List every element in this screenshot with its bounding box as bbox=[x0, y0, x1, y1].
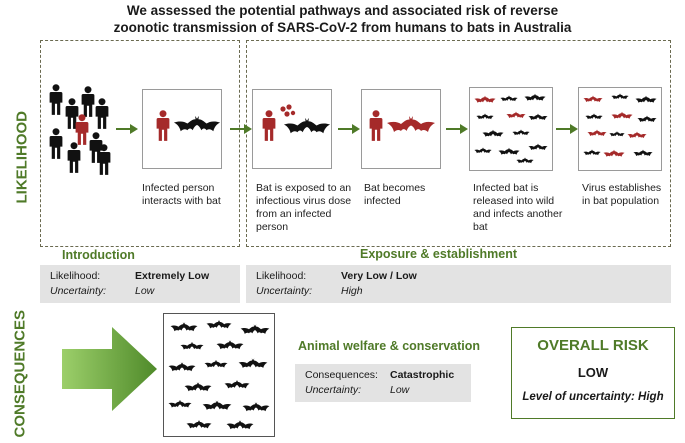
arrow-icon bbox=[556, 124, 578, 134]
page-title: We assessed the potential pathways and a… bbox=[0, 2, 685, 36]
likelihood-value: Extremely Low bbox=[135, 270, 210, 282]
introduction-risk-panel: Likelihood: Extremely Low Uncertainty: Low bbox=[40, 265, 240, 303]
title-line-2: zoonotic transmission of SARS-CoV-2 from… bbox=[113, 20, 572, 35]
overall-risk-value: LOW bbox=[577, 365, 609, 380]
step-3-image-box bbox=[361, 89, 441, 169]
bat-colony-icon bbox=[474, 93, 548, 164]
introduction-heading: Introduction bbox=[62, 248, 135, 262]
uncertainty-label: Uncertainty: bbox=[305, 384, 362, 396]
uncertainty-value: Low bbox=[135, 285, 155, 297]
bat-colony-icon bbox=[168, 320, 270, 430]
step-5-image-box bbox=[578, 87, 662, 171]
consequence-heading: Animal welfare & conservation bbox=[298, 339, 481, 353]
person-icon bbox=[369, 110, 383, 141]
step-2-image-box bbox=[252, 89, 332, 169]
arrow-icon bbox=[338, 124, 360, 134]
likelihood-label: Likelihood: bbox=[256, 270, 307, 282]
likelihood-label: Likelihood: bbox=[50, 270, 101, 282]
consequence-arrow-icon bbox=[62, 327, 157, 411]
bat-icon bbox=[387, 116, 435, 132]
consequence-panel: Consequences: Catastrophic Uncertainty: Lo… bbox=[295, 364, 471, 402]
uncertainty-label: Uncertainty: bbox=[50, 285, 107, 297]
step-1-image-box bbox=[142, 89, 222, 169]
bat-colony-box bbox=[163, 313, 275, 437]
arrow-icon bbox=[446, 124, 468, 134]
arrow-icon bbox=[116, 124, 138, 134]
bat-icon bbox=[173, 115, 221, 132]
exposure-risk-panel: Likelihood: Very Low / Low Uncertainty: Hi… bbox=[246, 265, 671, 303]
person-icon bbox=[262, 110, 276, 141]
title-line-1: We assessed the potential pathways and a… bbox=[126, 3, 559, 18]
step-5-caption: Virus establishes in bat population bbox=[582, 182, 662, 207]
overall-risk-heading: OVERALL RISK bbox=[537, 337, 649, 354]
bat-icon bbox=[283, 117, 331, 134]
step-4-caption: Infected bat is released into wild and i… bbox=[473, 182, 563, 233]
step-1-caption: Infected person interacts with bat bbox=[142, 182, 221, 207]
introduction-frame bbox=[40, 40, 240, 247]
arrow-icon bbox=[230, 124, 252, 134]
virus-particle-icon bbox=[280, 104, 296, 117]
consequences-side-label: CONSEQUENCES bbox=[11, 309, 29, 438]
step-2-caption: Bat is exposed to an infectious virus do… bbox=[256, 182, 352, 233]
likelihood-side-label: LIKELIHOOD bbox=[13, 111, 31, 204]
person-icon bbox=[156, 110, 170, 141]
exposure-frame bbox=[246, 40, 671, 247]
overall-uncertainty: Level of uncertainty: High bbox=[522, 391, 664, 403]
exposure-heading: Exposure & establishment bbox=[360, 247, 517, 261]
consequences-value: Catastrophic bbox=[390, 369, 455, 381]
overall-risk-box: OVERALL RISK LOW Level of uncertainty: H… bbox=[511, 327, 675, 419]
uncertainty-value: High bbox=[341, 285, 363, 297]
likelihood-value: Very Low / Low bbox=[341, 270, 417, 282]
step-3-caption: Bat becomes infected bbox=[364, 182, 426, 207]
crowd-icon bbox=[49, 84, 111, 175]
uncertainty-label: Uncertainty: bbox=[256, 285, 313, 297]
uncertainty-value: Low bbox=[390, 384, 410, 396]
bat-colony-icon bbox=[583, 93, 657, 157]
step-4-image-box bbox=[469, 87, 553, 171]
consequences-label: Consequences: bbox=[305, 369, 378, 381]
